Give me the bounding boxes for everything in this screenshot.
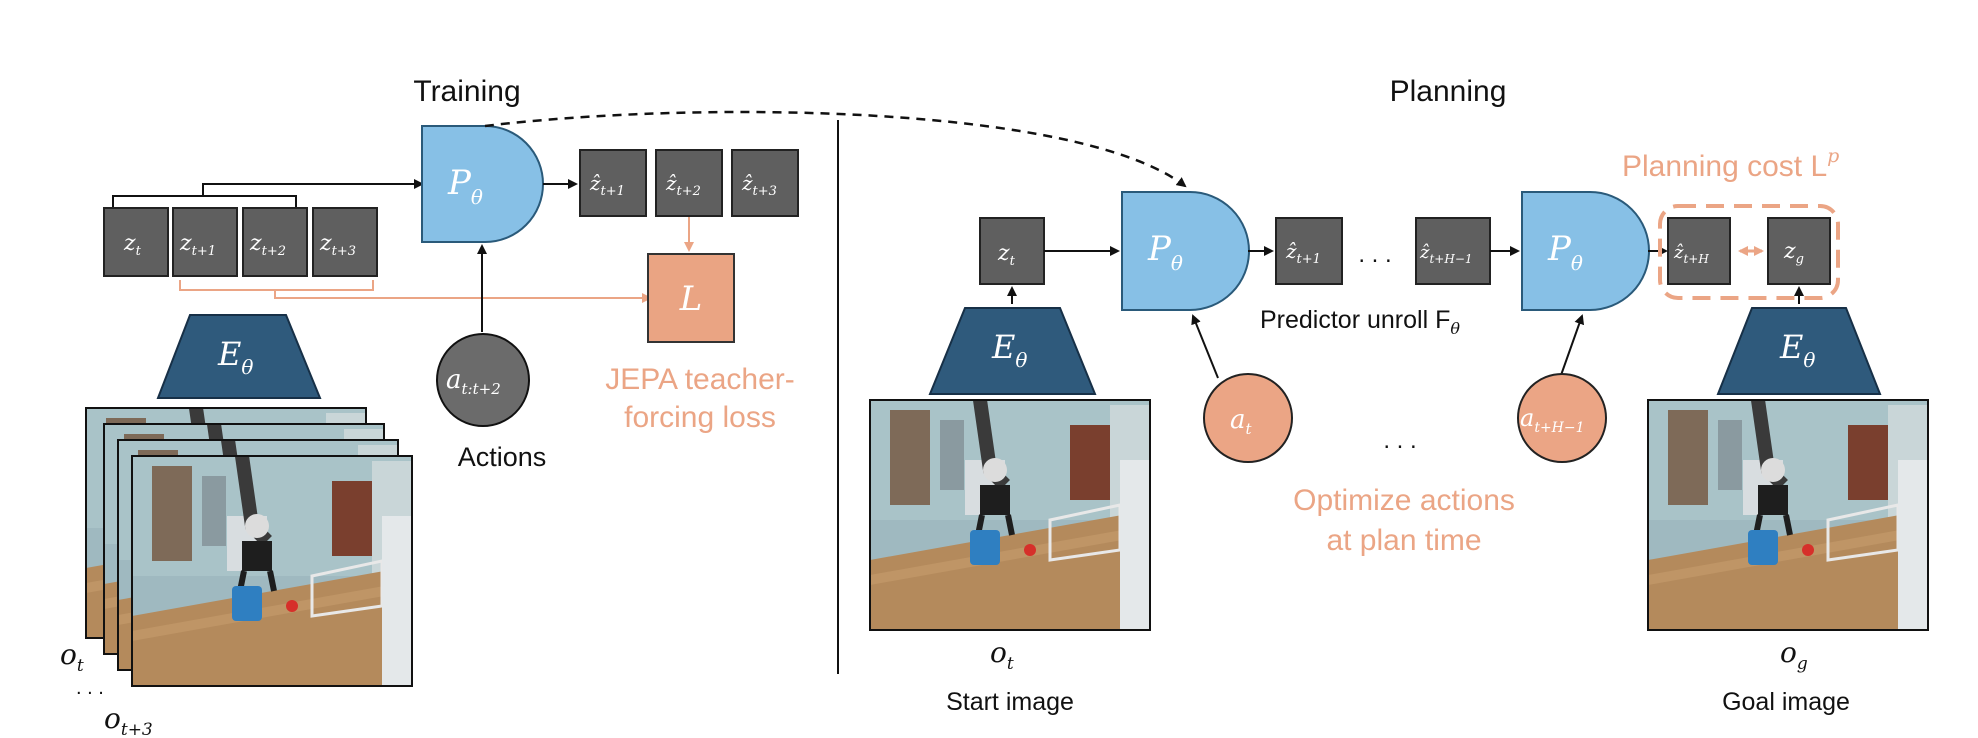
- svg-text:zt+3: zt+3: [319, 231, 356, 259]
- start-latent-box: [979, 217, 1045, 285]
- latent-box-t: [103, 207, 169, 277]
- latent-box-t2: [242, 207, 308, 277]
- planning-predictor-2: [1521, 191, 1650, 311]
- start-encoder: [928, 307, 1097, 395]
- svg-text:Pθ: Pθ: [1547, 229, 1583, 275]
- loss-label: L: [679, 279, 703, 319]
- svg-text:zt+2: zt+2: [249, 231, 286, 259]
- pred-box-t1: [579, 149, 647, 217]
- start-image: [870, 400, 1150, 630]
- training-predicted: ẑt+1 ẑt+2 ẑt+3: [579, 149, 799, 217]
- svg-text:Pθ: Pθ: [1147, 229, 1183, 275]
- loss-box: [647, 253, 735, 343]
- plan-action-circle-2: [1517, 373, 1607, 463]
- loss-caption-2: forcing loss: [624, 401, 776, 434]
- actions-caption: Actions: [458, 442, 547, 472]
- goal-caption: Goal image: [1722, 688, 1850, 716]
- action1-to-predictor-arrow: [1191, 314, 1219, 379]
- plan-pred-box-tH: [1667, 217, 1731, 285]
- svg-text:ẑt+H: ẑt+H: [1673, 242, 1709, 266]
- svg-text:zg: zg: [1783, 239, 1804, 267]
- planning-cost-box: [1658, 204, 1840, 300]
- training-predictor: [421, 125, 544, 243]
- cost-caption: Planning cost Lp: [1622, 145, 1839, 183]
- training-action-circle: [436, 333, 530, 427]
- training-bracket-outer: [112, 195, 297, 208]
- training-orange-bracket: [179, 280, 374, 291]
- obs-dots: . . .: [76, 677, 104, 699]
- shared-weights-dashed-arrow: [484, 110, 1187, 188]
- latent-box-t3: [312, 207, 378, 277]
- obs-first-label: ot: [60, 638, 84, 676]
- loss-caption-1: JEPA teacher-: [605, 363, 795, 396]
- goal-encoder: [1716, 307, 1882, 395]
- goal-latent-box: [1767, 217, 1831, 285]
- training-title: Training: [413, 75, 520, 108]
- start-caption: Start image: [946, 688, 1074, 716]
- training-bracket-arrow: [202, 179, 424, 196]
- goal-obs-label: og: [1780, 636, 1808, 674]
- latent-to-loss-arrow: [274, 290, 652, 303]
- svg-text:ẑt+1: ẑt+1: [1285, 239, 1321, 267]
- svg-text:zt: zt: [997, 241, 1016, 269]
- svg-text:at+H−1: at+H−1: [1520, 404, 1585, 436]
- plan-pred-box-t1: [1275, 217, 1343, 285]
- pred-box-t2: [655, 149, 723, 217]
- svg-text:at:t+2: at:t+2: [446, 365, 501, 398]
- plan-action-circle-1: [1203, 373, 1293, 463]
- training-frame-stack: [86, 408, 412, 686]
- svg-text:zt+1: zt+1: [179, 231, 216, 259]
- svg-text:zt: zt: [123, 231, 142, 259]
- svg-text:ẑt+1: ẑt+1: [589, 171, 625, 199]
- svg-text:Eθ: Eθ: [217, 335, 253, 379]
- svg-text:ẑt+2: ẑt+2: [665, 171, 701, 199]
- plan-pred-box-tH-1: [1415, 217, 1491, 285]
- pred-box-t3: [731, 149, 799, 217]
- svg-text:ẑt+3: ẑt+3: [741, 171, 777, 199]
- action2-to-predictor-arrow: [1559, 314, 1585, 379]
- goal-image: [1648, 400, 1928, 630]
- svg-text:ẑt+H−1: ẑt+H−1: [1419, 242, 1473, 266]
- pred-dots: . . .: [1358, 241, 1391, 268]
- unroll-caption: Predictor unroll Fθ: [1260, 306, 1460, 338]
- training-latents: zt zt+1 zt+2 zt+3: [103, 207, 378, 277]
- action-dots: . . .: [1383, 427, 1416, 454]
- obs-last-label: ot+3: [104, 702, 153, 738]
- planning-predictor-1: [1121, 191, 1250, 311]
- planning-title: Planning: [1390, 75, 1507, 108]
- svg-text:Eθ: Eθ: [991, 328, 1027, 372]
- training-encoder: [156, 314, 322, 399]
- start-obs-label: ot: [990, 636, 1014, 674]
- optimize-caption-2: at plan time: [1326, 524, 1481, 557]
- latent-box-t1: [172, 207, 238, 277]
- svg-text:at: at: [1230, 405, 1253, 438]
- svg-text:Pθ: Pθ: [447, 163, 483, 209]
- svg-text:Eθ: Eθ: [1779, 328, 1815, 372]
- optimize-caption-1: Optimize actions: [1293, 484, 1515, 517]
